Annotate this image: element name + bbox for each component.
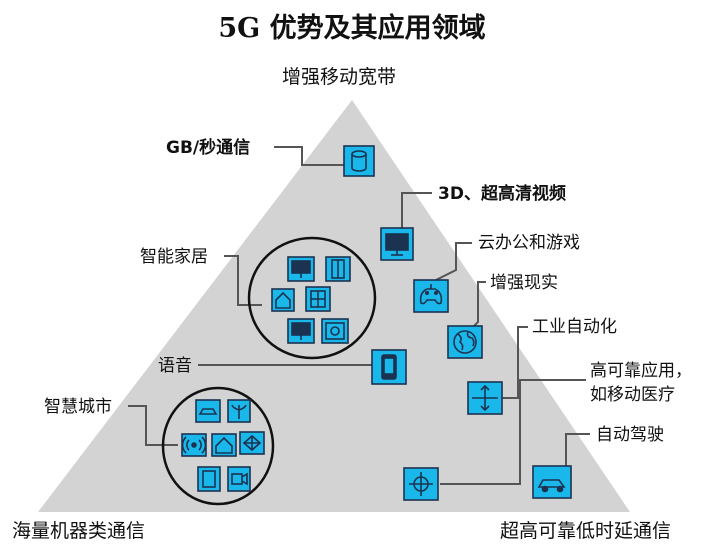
cabinet-icon [305,286,331,312]
house-icon [271,288,295,312]
leader-driving [565,433,590,466]
self-driving-label: 自动驾驶 [596,425,664,445]
smart-home-label: 智能家居 [140,247,208,267]
washer-icon [321,318,349,344]
tv-icon [287,256,315,282]
vehicle-icon [195,399,221,423]
corner-bottom-left-label: 海量机器类通信 [12,520,146,542]
home-icon [211,433,237,457]
fridge-icon [325,256,351,282]
leader-gb [274,146,344,166]
triangle-background [38,100,630,512]
signal-icon [181,433,207,457]
leader-cloud [435,242,472,281]
globe-icon [447,325,483,359]
car-icon [532,465,572,499]
arrows-icon [467,381,503,415]
voice-label: 语音 [158,356,192,376]
database-icon [343,145,375,177]
camera-icon [227,466,251,492]
computer-icon [287,318,315,344]
corner-top-label: 增强移动宽带 [282,66,397,88]
diagram-title: 5G 优势及其应用领域 [218,13,486,44]
video-3d-label: 3D、超高清视频 [438,184,566,204]
leader-industrial [502,326,528,399]
smart-city-circle [161,386,275,506]
target-icon [403,467,439,501]
smart-city-label: 智慧城市 [44,397,112,417]
plant-icon [227,399,251,423]
ar-label: 增强现实 [490,273,558,293]
leader-3d [401,192,432,228]
monitor-icon [380,227,414,261]
cloud-gaming-label: 云办公和游戏 [478,233,580,253]
leader-reliable [440,379,586,485]
corner-bottom-right-label: 超高可靠低时延通信 [500,520,672,542]
reliable-label-line1: 高可靠应用， [590,361,692,381]
smart-home-circle [247,236,377,360]
gamepad-icon [413,279,449,313]
gb-comm-label: GB/秒通信 [166,138,251,158]
reliable-label-line2: 如移动医疗 [590,385,675,405]
phone-icon [371,349,407,385]
document-icon [197,466,221,492]
industrial-label: 工业自动化 [532,317,617,337]
network-icon [239,431,265,455]
